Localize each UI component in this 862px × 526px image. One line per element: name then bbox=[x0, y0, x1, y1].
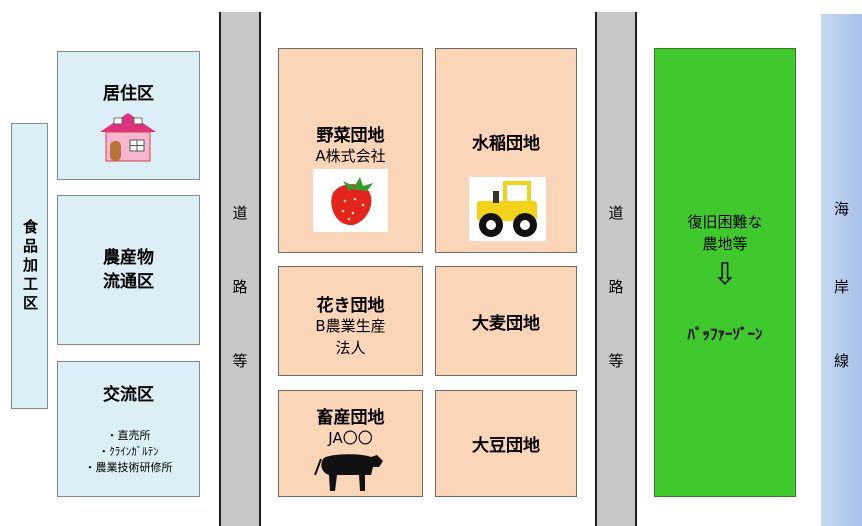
soybean-title: 大豆団地 bbox=[472, 436, 540, 456]
food-processing-zone: 食品加工区 bbox=[11, 123, 48, 409]
tractor-icon-frame bbox=[469, 177, 546, 241]
exchange-item: ・農業技術研修所 bbox=[84, 461, 173, 474]
flower-title: 花き団地 bbox=[316, 296, 385, 316]
residential-zone: 居住区 bbox=[57, 51, 200, 180]
livestock-sub: JA〇〇 bbox=[328, 429, 373, 447]
coast-char: 海 bbox=[833, 200, 849, 218]
buffer-label: ﾊﾞｯﾌｧｰｿﾞｰﾝ bbox=[687, 325, 763, 343]
flower-sub2: 法人 bbox=[335, 339, 366, 357]
down-arrow-icon: ⇩ bbox=[712, 257, 738, 292]
buffer-line1: 復旧困難な bbox=[687, 213, 763, 231]
vegetable-parcel: 野菜団地 A株式会社 bbox=[278, 48, 423, 253]
flower-sub1: B農業生産 bbox=[315, 317, 386, 335]
tractor-icon bbox=[477, 181, 537, 237]
rice-title: 水稲団地 bbox=[472, 134, 540, 154]
exchange-label: 交流区 bbox=[103, 385, 154, 405]
barley-title: 大麦団地 bbox=[472, 313, 540, 334]
exchange-zone: 交流区 ・直売所 ・ｸﾗｲﾝｶﾞﾙﾃﾝ ・農業技術研修所 bbox=[57, 361, 200, 497]
livestock-parcel: 畜産団地 JA〇〇 bbox=[278, 390, 423, 497]
flower-parcel: 花き団地 B農業生産 法人 bbox=[278, 266, 423, 376]
coastline: 海 岸 線 bbox=[821, 14, 862, 526]
residential-label: 居住区 bbox=[103, 84, 154, 104]
road-right: 道 路 等 bbox=[595, 12, 637, 526]
strawberry-icon bbox=[331, 177, 373, 226]
vegetable-sub: A株式会社 bbox=[315, 147, 386, 165]
exchange-item: ・直売所 bbox=[106, 429, 151, 442]
food-processing-label: 食品加工区 bbox=[21, 218, 39, 314]
cow-icon bbox=[314, 454, 383, 491]
coast-char: 岸 bbox=[833, 278, 849, 296]
vegetable-title: 野菜団地 bbox=[316, 126, 385, 146]
distribution-label-line2: 流通区 bbox=[103, 272, 154, 292]
buffer-line2: 農地等 bbox=[702, 235, 748, 253]
livestock-title: 畜産団地 bbox=[316, 408, 385, 428]
distribution-label-line1: 農産物 bbox=[103, 248, 154, 268]
house-icon bbox=[100, 113, 156, 162]
barley-parcel: 大麦団地 bbox=[435, 266, 577, 376]
exchange-item: ・ｸﾗｲﾝｶﾞﾙﾃﾝ bbox=[98, 445, 159, 458]
road-left: 道 路 等 bbox=[219, 12, 261, 526]
distribution-zone: 農産物 流通区 bbox=[57, 195, 200, 345]
road-char: 路 bbox=[608, 278, 624, 296]
buffer-zone: 復旧困難な 農地等 ⇩ ﾊﾞｯﾌｧｰｿﾞｰﾝ bbox=[654, 48, 796, 497]
road-char: 道 bbox=[608, 204, 624, 222]
road-char: 等 bbox=[232, 352, 248, 370]
rice-parcel: 水稲団地 bbox=[435, 48, 577, 253]
strawberry-icon-frame bbox=[313, 169, 388, 232]
exchange-items: ・直売所 ・ｸﾗｲﾝｶﾞﾙﾃﾝ ・農業技術研修所 bbox=[58, 428, 199, 476]
road-char: 等 bbox=[608, 352, 624, 370]
road-char: 路 bbox=[232, 278, 248, 296]
soybean-parcel: 大豆団地 bbox=[435, 390, 577, 497]
coast-char: 線 bbox=[833, 352, 849, 370]
road-char: 道 bbox=[232, 204, 248, 222]
